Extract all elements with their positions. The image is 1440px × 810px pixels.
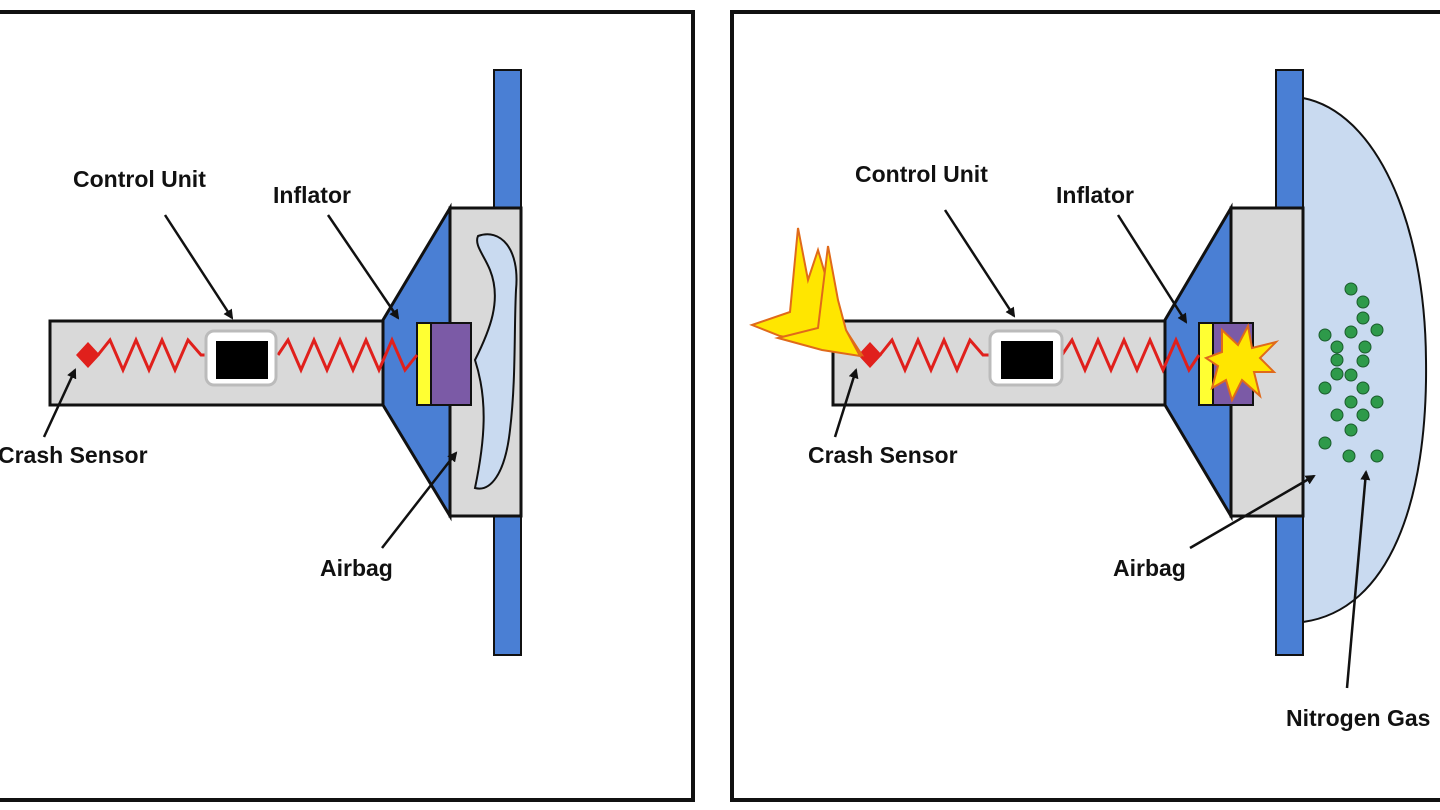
propellant (430, 322, 472, 406)
label-inflator: Inflator (1056, 182, 1134, 208)
pointer-airbag (381, 451, 458, 549)
igniter (1198, 322, 1214, 406)
inflator-wire (276, 336, 419, 374)
label-crash-sensor: Crash Sensor (0, 442, 148, 468)
pointer-control-unit (163, 214, 234, 320)
nitrogen-gas-particles (1318, 282, 1384, 463)
gas-particle (1370, 323, 1384, 337)
pointer-control-unit (943, 209, 1016, 318)
gas-particle (1356, 311, 1370, 325)
pointer-crash-sensor (833, 368, 859, 438)
label-control-unit: Control Unit (73, 166, 206, 192)
gas-particle (1356, 381, 1370, 395)
gas-particle (1318, 436, 1332, 450)
gas-particle (1358, 340, 1372, 354)
gas-particle (1370, 449, 1384, 463)
gas-particle (1344, 282, 1358, 296)
pointer-inflator (1116, 214, 1188, 324)
gas-particle (1330, 353, 1344, 367)
label-nitrogen-gas: Nitrogen Gas (1286, 705, 1430, 731)
control-unit-chip (1001, 341, 1053, 379)
pointer-crash-sensor (42, 368, 77, 438)
gas-particle (1356, 295, 1370, 309)
sensor-wire (96, 336, 208, 374)
panel-before: Control Unit Inflator Crash Sensor Airba… (0, 10, 695, 802)
panel-after: Control Unit Inflator Crash Sensor Airba… (730, 10, 1440, 802)
label-airbag: Airbag (320, 555, 393, 581)
pointer-nitrogen-gas (1345, 470, 1371, 689)
gas-particle (1330, 367, 1344, 381)
gas-particle (1356, 408, 1370, 422)
crash-sensor (76, 342, 100, 368)
inflator-wire (1060, 336, 1201, 374)
gas-particle (1344, 423, 1358, 437)
gas-particle (1342, 449, 1356, 463)
gas-particle (1318, 381, 1332, 395)
control-unit-chip (216, 341, 268, 379)
gas-particle (1370, 395, 1384, 409)
ignition-burst-icon (1203, 322, 1280, 403)
pointer-airbag (1189, 474, 1316, 550)
igniter (416, 322, 432, 406)
impact-spike-icon (774, 245, 862, 358)
crash-sensor (858, 342, 882, 368)
label-crash-sensor: Crash Sensor (808, 442, 958, 468)
gas-particle (1344, 368, 1358, 382)
sensor-wire (878, 336, 992, 374)
label-airbag: Airbag (1113, 555, 1186, 581)
gas-particle (1356, 354, 1370, 368)
label-inflator: Inflator (273, 182, 351, 208)
gas-particle (1330, 408, 1344, 422)
gas-particle (1344, 395, 1358, 409)
pointer-inflator (326, 214, 400, 320)
gas-particle (1344, 325, 1358, 339)
gas-particle (1330, 340, 1344, 354)
label-control-unit: Control Unit (855, 161, 988, 187)
folded-airbag (473, 233, 518, 490)
gas-particle (1318, 328, 1332, 342)
